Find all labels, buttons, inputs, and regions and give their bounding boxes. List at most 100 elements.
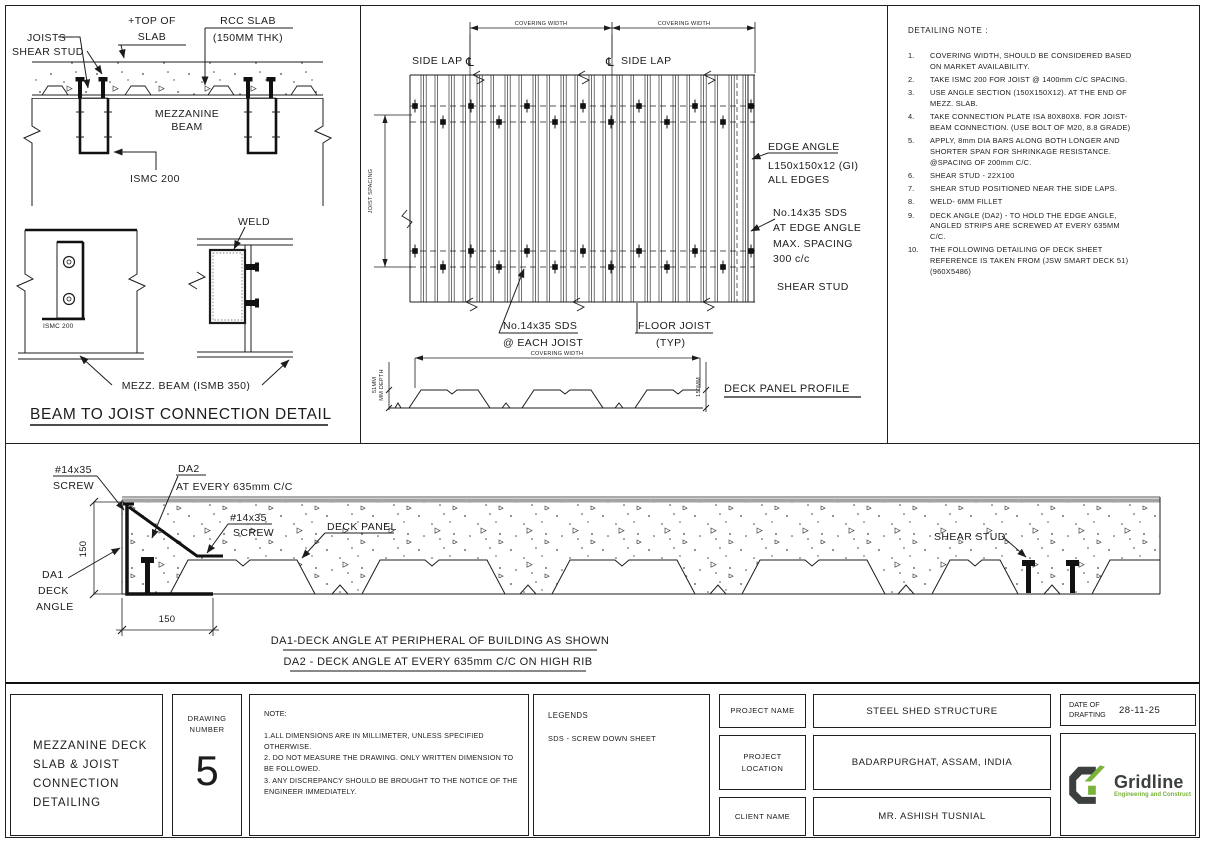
client-name-label-box: CLIENT NAME — [719, 797, 806, 836]
screw-top-label-1: #14x35 — [55, 464, 92, 476]
general-note-title: NOTE: — [264, 709, 287, 718]
drawing-number-label-2: NUMBER — [189, 725, 225, 734]
detailing-note-item: 2. TAKE ISMC 200 FOR JOIST @ 1400mm C/C … — [908, 75, 1199, 86]
plan-shear-studs — [412, 99, 754, 274]
project-name-label-box: PROJECT NAME — [719, 694, 806, 728]
deck-panel-label: DECK PANEL — [327, 521, 397, 533]
general-note-line: 2. DO NOT MEASURE THE DRAWING. ONLY WRIT… — [264, 753, 514, 774]
note-item-text: SHEAR STUD - 22X100 — [930, 170, 1015, 180]
screw-top-label-2: SCREW — [53, 480, 94, 492]
titleblock-divider — [6, 682, 1199, 684]
client-name-value: MR. ASHISH TUSNIAL — [878, 811, 986, 822]
edge-angle-callout: EDGE ANGLE L150x150x12 (GI) ALL EDGES — [751, 141, 858, 186]
screw-mid-callout: #14x35 SCREW — [206, 512, 274, 554]
client-name-label: CLIENT NAME — [734, 811, 791, 821]
top-of-slab-label-1: +TOP OF — [128, 15, 176, 27]
detailing-note-item: 3. USE ANGLE SECTION (150X150X12). AT TH… — [908, 88, 1199, 109]
joist-bands — [410, 99, 755, 274]
note-item-number: 1. — [908, 51, 915, 60]
project-location-value-box: BADARPURGHAT, ASSAM, INDIA — [813, 735, 1051, 790]
logo-tagline: Engineering and Construct — [1113, 791, 1191, 798]
rcc-slab-label-1: RCC SLAB — [220, 15, 276, 27]
section-caption-2: DA2 - DECK ANGLE AT EVERY 635mm C/C ON H… — [284, 656, 593, 668]
edge-angle-label-1: EDGE ANGLE — [768, 141, 840, 153]
deck-sheet-profile — [127, 559, 1160, 595]
project-location-value: BADARPURGHAT, ASSAM, INDIA — [851, 757, 1013, 768]
panel-divider-right — [887, 6, 888, 443]
labels-upper: JOISTS SHEAR STUD +TOP OF SLAB RCC SLAB … — [12, 15, 293, 185]
da2-label-1: DA2 — [178, 463, 200, 475]
deck-panel-profile-title: DECK PANEL PROFILE — [724, 383, 850, 395]
da1-label-2: DECK — [38, 585, 69, 597]
centerline-symbol-right: ℄ — [605, 55, 614, 69]
project-name-label: PROJECT NAME — [730, 706, 795, 715]
sds-edge-label-4: 300 c/c — [773, 253, 810, 265]
detail-title-group: BEAM TO JOIST CONNECTION DETAIL — [30, 406, 332, 426]
rcc-slab-label-2: (150MM THK) — [213, 32, 283, 44]
bolts-side — [245, 262, 259, 308]
drawing-title-line: DETAILING — [33, 797, 101, 809]
legends-title: LEGENDS — [548, 711, 589, 720]
beam-callout-group: MEZZ. BEAM (ISMB 350) — [79, 355, 290, 392]
beam-joist-detail-title: BEAM TO JOIST CONNECTION DETAIL — [30, 406, 332, 423]
edge-break-marks — [401, 70, 716, 312]
da1-label-1: DA1 — [42, 569, 64, 581]
general-note-line: 1.ALL DIMENSIONS ARE IN MILLIMETER, UNLE… — [264, 731, 484, 752]
section-captions: DA1-DECK ANGLE AT PERIPHERAL OF BUILDING… — [271, 635, 609, 672]
note-item-text: DECK ANGLE (DA2) - TO HOLD THE EDGE ANGL… — [930, 210, 1120, 242]
edge-angle-label-3: ALL EDGES — [768, 174, 830, 186]
bolts — [62, 255, 76, 306]
drawing-title-line: MEZZANINE DECK — [33, 740, 148, 752]
floor-joist-label-1: FLOOR JOIST — [638, 320, 711, 332]
note-item-number: 2. — [908, 74, 915, 84]
top-of-slab-label-2: SLAB — [138, 31, 166, 43]
profile-height-label: 150MM — [696, 377, 702, 397]
project-location-label-1: PROJECT — [743, 751, 782, 761]
section-dim-horizontal: 150 — [116, 598, 219, 636]
drawing-number-value: 5 — [195, 747, 219, 794]
joist-front-view: ISMC 200 — [15, 228, 147, 360]
legends-box: LEGENDS SDS - SCREW DOWN SHEET — [533, 694, 710, 836]
logo-name: Gridline — [1113, 771, 1184, 792]
gridline-logo-icon — [1069, 764, 1105, 804]
date-value: 28-11-25 — [1119, 704, 1161, 716]
mezzanine-beam-label-1: MEZZANINE — [155, 108, 219, 120]
mezzanine-beam-label-2: BEAM — [171, 121, 202, 133]
detailing-note-panel: DETAILING NOTE : 1. COVERING WIDTH, SHOU… — [888, 6, 1199, 443]
note-item-number: 9. — [908, 210, 915, 220]
date-label-2: DRAFTING — [1069, 710, 1106, 719]
legends-item: SDS - SCREW DOWN SHEET — [548, 734, 657, 743]
sds-edge-label-1: No.14x35 SDS — [773, 207, 847, 219]
detailing-note-title: DETAILING NOTE : — [908, 26, 989, 35]
joist-side-view: WELD — [187, 216, 293, 358]
drawing-title-line: SLAB & JOIST — [33, 759, 120, 771]
deck-rib-bumps — [41, 85, 318, 96]
drawing-number-box: DRAWING NUMBER 5 — [172, 694, 242, 836]
section-caption-1: DA1-DECK ANGLE AT PERIPHERAL OF BUILDING… — [271, 635, 609, 647]
floor-joist-label-2: (TYP) — [656, 337, 685, 349]
date-label-1: DATE OF — [1069, 700, 1100, 709]
note-item-text: THE FOLLOWING DETAILING OF DECK SHEET RE… — [930, 245, 1129, 276]
sds-edge-label-3: MAX. SPACING — [773, 238, 853, 250]
da1-label-3: ANGLE — [36, 601, 74, 613]
sheet-border — [5, 5, 1200, 838]
deck-plan-sheet — [409, 34, 755, 303]
deck-plan-drawing: COVERING WIDTH COVERING WIDTH SIDE LAP ℄… — [368, 21, 861, 412]
weld-label: WELD — [238, 216, 270, 228]
note-item-text: TAKE ISMC 200 FOR JOIST @ 1400mm C/C SPA… — [930, 74, 1128, 84]
ismc-200-small-label: ISMC 200 — [43, 323, 74, 330]
screw-top-callout: #14x35 SCREW — [53, 464, 125, 511]
beam-edges — [22, 98, 333, 206]
detailing-note-item: 4. TAKE CONNECTION PLATE ISA 80X80X8. FO… — [908, 112, 1199, 133]
general-note-line: 3. ANY DISCREPANCY SHOULD BE BROUGHT TO … — [264, 775, 518, 796]
edge-angle-label-2: L150x150x12 (GI) — [768, 160, 858, 172]
covering-width-dim: COVERING WIDTH COVERING WIDTH — [469, 21, 756, 73]
detailing-note-item: 7. SHEAR STUD POSITIONED NEAR THE SIDE L… — [908, 184, 1199, 195]
section-dim-vertical: 150 — [78, 497, 124, 599]
detailing-note-item: 1. COVERING WIDTH, SHOULD BE CONSIDERED … — [908, 51, 1199, 72]
detailing-note-item: 8. WELD- 6MM FILLET — [908, 197, 1199, 208]
profile-covering-width-label: COVERING WIDTH — [531, 351, 584, 357]
side-lap-labels: SIDE LAP ℄ ℄ SIDE LAP — [412, 55, 671, 69]
